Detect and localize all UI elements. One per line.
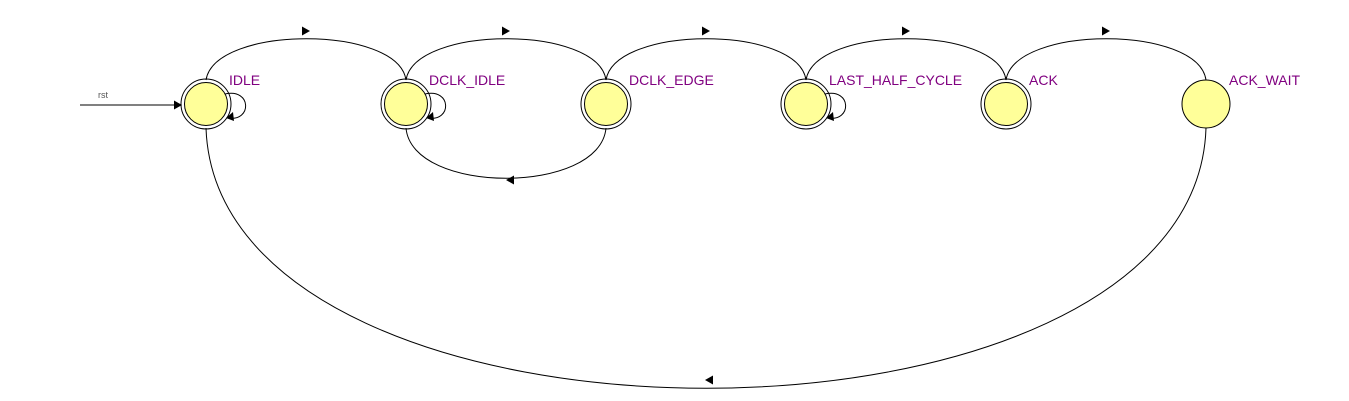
arrowhead-ack-to-ack-wait xyxy=(1102,26,1110,36)
state-ack-wait-label: ACK_WAIT xyxy=(1229,72,1300,88)
arrowhead-idle-to-dclk-idle xyxy=(302,26,310,36)
self-loop-dclk-idle xyxy=(424,92,447,119)
state-last-half-cycle-bubble xyxy=(784,82,828,126)
state-dclk-idle-bubble xyxy=(384,82,428,126)
transition-ack-to-ack-wait xyxy=(1005,38,1207,81)
state-ack-label: ACK xyxy=(1029,72,1058,88)
return-transition-ack-wait-to-idle xyxy=(205,127,1207,389)
state-last-half-cycle-outer-ring xyxy=(780,78,832,130)
state-dclk-edge-bubble xyxy=(584,82,628,126)
forward-transitions xyxy=(205,26,1207,81)
arrowhead-last-half-cycle-to-ack xyxy=(902,26,910,36)
state-ack-bubble xyxy=(984,82,1028,126)
state-dclk-edge: DCLK_EDGE xyxy=(580,72,714,130)
state-idle-label: IDLE xyxy=(229,72,260,88)
arrowhead-ack-wait-to-idle xyxy=(705,375,713,385)
self-loop-last-half-cycle-arrowhead xyxy=(826,112,834,121)
state-ack-wait-bubble xyxy=(1181,79,1231,129)
transition-dclk-idle-to-dclk-edge xyxy=(405,38,607,81)
state-dclk-idle: DCLK_IDLE xyxy=(380,72,505,130)
self-loop-dclk-idle-arrowhead xyxy=(426,112,434,121)
state-dclk-edge-label: DCLK_EDGE xyxy=(629,72,714,88)
reset-arrowhead xyxy=(174,100,182,110)
state-last-half-cycle: LAST_HALF_CYCLE xyxy=(780,72,962,130)
state-dclk-idle-outer-ring xyxy=(380,78,432,130)
back-transition-dclk-edge-to-dclk-idle xyxy=(405,127,607,185)
arrowhead-dclk-edge-to-last-half-cycle xyxy=(702,26,710,36)
state-ack: ACK xyxy=(980,72,1058,130)
state-dclk-edge-outer-ring xyxy=(580,78,632,130)
transition-last-half-cycle-to-ack xyxy=(805,38,1007,81)
transition-ack-wait-to-idle xyxy=(205,127,1207,389)
arrowhead-dclk-idle-to-dclk-edge xyxy=(502,26,510,36)
state-ack-wait: ACK_WAIT xyxy=(1181,72,1300,129)
state-idle: IDLE xyxy=(180,72,260,130)
self-loop-idle xyxy=(224,92,247,119)
self-loops xyxy=(224,92,847,121)
state-last-half-cycle-label: LAST_HALF_CYCLE xyxy=(829,72,962,88)
reset-transition: rst xyxy=(80,90,182,110)
state-dclk-idle-label: DCLK_IDLE xyxy=(429,72,505,88)
transition-dclk-edge-to-last-half-cycle xyxy=(605,38,807,81)
state-idle-outer-ring xyxy=(180,78,232,130)
state-ack-outer-ring xyxy=(980,78,1032,130)
transition-dclk-edge-to-dclk-idle xyxy=(405,127,607,179)
reset-label: rst xyxy=(98,90,108,100)
self-loop-idle-arrowhead xyxy=(226,112,234,121)
self-loop-last-half-cycle xyxy=(824,92,847,119)
arrowhead-dclk-edge-to-dclk-idle xyxy=(506,175,514,185)
transition-idle-to-dclk-idle xyxy=(205,38,407,81)
state-idle-bubble xyxy=(184,82,228,126)
